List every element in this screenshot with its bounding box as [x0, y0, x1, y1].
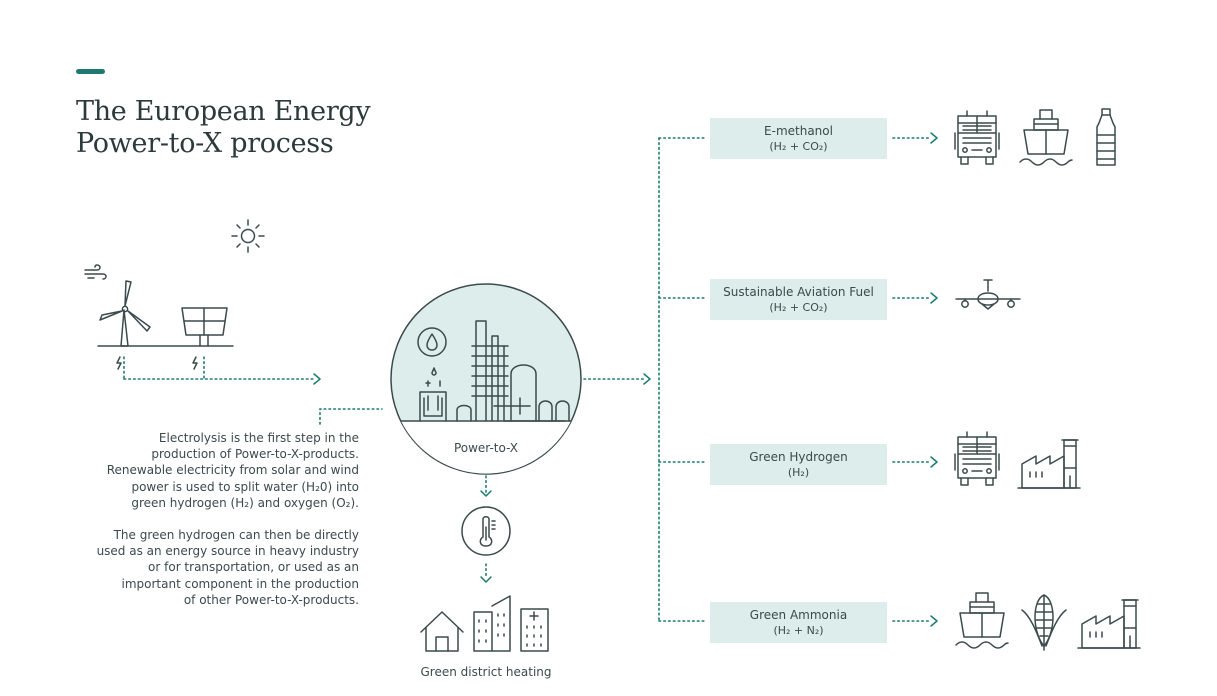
arrow-head — [643, 373, 651, 385]
description-paragraph-2: The green hydrogen can then be directly … — [60, 527, 359, 608]
product-box-e-methanol: E-methanol (H₂ + CO₂) — [710, 118, 887, 159]
text-line: Renewable electricity from solar and win… — [106, 463, 359, 478]
text-line: production of Power-to-X-products. — [151, 447, 359, 462]
product-box-green-ammonia: Green Ammonia (H₂ + N₂) — [710, 602, 887, 643]
arrow-head — [930, 132, 938, 144]
solar-panel-icon — [181, 307, 228, 347]
ship-icon — [1019, 109, 1073, 166]
arrow-head — [930, 456, 938, 468]
text-line: important component in the production — [121, 576, 360, 591]
wind-turbine-icon — [99, 280, 151, 347]
arrow-head — [480, 576, 492, 583]
product-box-sustainable-aviation-fuel: Sustainable Aviation Fuel (H₂ + CO₂) — [710, 279, 887, 320]
house-icon — [420, 611, 464, 652]
lightning-icon — [116, 356, 122, 370]
product-formula: (H₂) — [787, 466, 810, 479]
factory-icon — [1077, 599, 1141, 649]
title-line: The European Energy — [76, 96, 371, 127]
sun-icon — [231, 219, 265, 253]
bottle-icon — [1096, 108, 1116, 166]
corn-icon — [1021, 594, 1067, 651]
product-name: Green Ammonia — [749, 608, 848, 622]
page-title: The European Energy Power-to-X process — [76, 96, 371, 160]
arrow-head — [480, 490, 492, 497]
product-name: E-methanol — [764, 124, 833, 138]
title-line: Power-to-X process — [76, 128, 334, 159]
arrow-head — [930, 615, 938, 627]
arrow-head — [313, 373, 321, 385]
truck-icon — [954, 110, 1000, 165]
power-to-x-label: Power-to-X — [453, 441, 519, 455]
product-formula: (H₂ + N₂) — [773, 624, 824, 637]
wind-icon — [84, 264, 107, 280]
product-formula: (H₂ + CO₂) — [769, 140, 828, 153]
text-line: Electrolysis is the first step in the — [158, 431, 359, 445]
district-heating-label: Green district heating — [420, 665, 552, 679]
office-building-icon — [473, 595, 511, 652]
product-formula: (H₂ + CO₂) — [769, 301, 828, 314]
text-line: of other Power-to-X-products. — [183, 592, 359, 607]
product-box-green-hydrogen: Green Hydrogen (H₂) — [710, 444, 887, 485]
ship-icon — [955, 592, 1009, 649]
thermometer-icon — [461, 506, 511, 556]
product-name: Green Hydrogen — [749, 450, 848, 464]
text-line: power is used to split water (H₂0) into — [131, 479, 359, 494]
arrow-head — [930, 292, 938, 304]
text-line: The green hydrogen can then be directly — [113, 528, 359, 542]
connector-text-to-center — [319, 408, 383, 425]
text-line: used as an energy source in heavy indust… — [96, 544, 359, 559]
factory-icon — [1017, 439, 1081, 489]
text-line: green hydrogen (H₂) and oxygen (O₂). — [131, 495, 359, 510]
truck-icon — [954, 431, 1000, 486]
hospital-icon — [520, 608, 549, 652]
industrial-plant-icon — [417, 320, 570, 422]
text-line: or for transportation, or used as an — [148, 560, 359, 575]
airplane-icon — [955, 279, 1021, 310]
product-name: Sustainable Aviation Fuel — [723, 285, 874, 299]
description-paragraph-1: Electrolysis is the first step in the pr… — [60, 430, 359, 511]
lightning-icon — [192, 356, 198, 370]
accent-bar — [76, 69, 105, 74]
